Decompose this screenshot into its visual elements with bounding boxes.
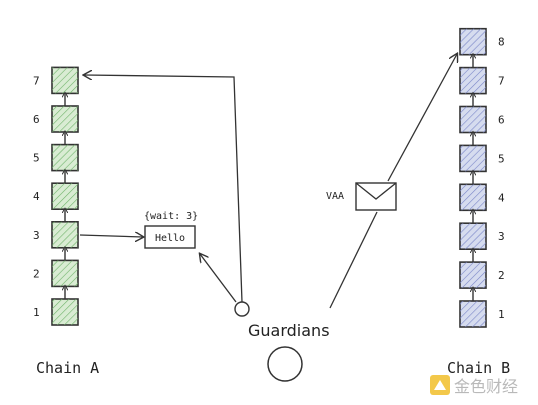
finality-arrow: [84, 75, 243, 303]
chain-b-block-number: 7: [498, 75, 505, 88]
chain-a-label: Chain A: [36, 359, 99, 377]
chain-a-block-2: 2: [33, 259, 79, 288]
guardian-to-vaa-line: [329, 211, 378, 309]
chain-a-block-4: 4: [33, 182, 79, 210]
chain-b-block-2: 2: [459, 261, 505, 289]
chain-b-block-number: 3: [498, 230, 505, 243]
guardian-node-small: [234, 301, 250, 317]
chain-a-block-1: 1: [33, 298, 79, 326]
message-text: Hello: [155, 233, 185, 244]
chain-b: 1 2 3 4 5 6 7 8: [459, 27, 505, 328]
chain-b-block-7: 7: [459, 66, 505, 95]
guardians-label: Guardians: [248, 321, 330, 340]
chain-b-block-6: 6: [459, 105, 505, 134]
vaa-label: VAA: [326, 191, 344, 202]
chain-a-block-number: 7: [33, 74, 40, 87]
chain-b-block-number: 6: [498, 114, 505, 127]
chain-b-block-number: 2: [498, 269, 505, 282]
watermark-text: 金色财经: [454, 377, 518, 396]
chain-b-block-number: 8: [498, 36, 505, 49]
vaa-to-chain-b-arrow: [387, 54, 457, 182]
chain-a-block-number: 2: [33, 267, 40, 280]
chain-a-block-5: 5: [33, 143, 79, 172]
chain-a-block-3: 3: [33, 221, 79, 249]
chain-b-block-3: 3: [459, 222, 505, 250]
message-annotation: {wait: 3}: [144, 211, 198, 222]
chain-a-block-number: 6: [33, 113, 40, 126]
envelope-icon: [355, 182, 397, 211]
chain-b-block-5: 5: [459, 144, 505, 173]
chain-b-block-number: 5: [498, 152, 505, 165]
chain-b-block-number: 4: [498, 191, 505, 204]
chain-a-block-number: 5: [33, 152, 40, 165]
chain-b-block-1: 1: [459, 300, 505, 328]
chain-b-block-number: 1: [498, 308, 505, 321]
chain-a-block-number: 4: [33, 190, 40, 203]
emit-arrow: [79, 235, 143, 237]
chain-a: 1 2 3 4 5 6 7: [33, 66, 79, 326]
chain-a-block-7: 7: [33, 66, 79, 95]
chain-a-block-6: 6: [33, 105, 79, 133]
chain-a-block-number: 1: [33, 306, 40, 319]
watermark-logo-icon: [430, 375, 450, 395]
chain-a-block-number: 3: [33, 229, 40, 242]
chain-b-block-8: 8: [459, 27, 505, 56]
observe-arrow: [200, 254, 237, 303]
chain-b-block-4: 4: [459, 183, 505, 212]
guardian-node-large: [267, 346, 303, 382]
watermark: 金色财经: [430, 375, 518, 396]
chain-b-label: Chain B: [447, 359, 510, 377]
